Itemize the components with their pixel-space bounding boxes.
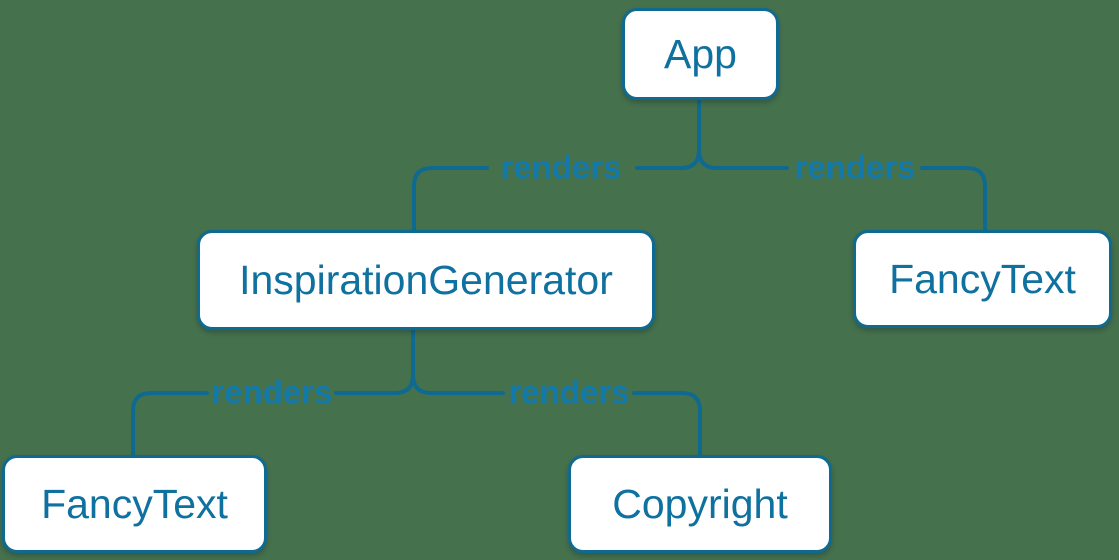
edge-inspirationgenerator-copyright <box>411 373 702 457</box>
node-inspiration-generator: InspirationGenerator <box>197 230 655 330</box>
node-copyright: Copyright <box>568 455 832 553</box>
edge-label-inspirationgenerator-fancytext: renders <box>211 373 333 411</box>
node-copyright-label: Copyright <box>612 480 788 527</box>
node-fancy-text-bottom-left: FancyText <box>2 455 267 553</box>
node-fancy-text-top-right-label: FancyText <box>889 255 1076 302</box>
node-fancy-text-bottom-left-label: FancyText <box>41 480 228 527</box>
node-inspiration-generator-label: InspirationGenerator <box>239 256 613 303</box>
edge-app-fancytext <box>697 148 987 232</box>
edge-label-app-inspirationgenerator: renders <box>500 148 622 186</box>
edge-label-inspirationgenerator-copyright: renders <box>508 373 630 411</box>
edge-label-app-fancytext: renders <box>794 148 916 186</box>
node-fancy-text-top-right: FancyText <box>853 230 1112 328</box>
node-app-label: App <box>664 30 737 77</box>
node-app: App <box>622 8 779 100</box>
